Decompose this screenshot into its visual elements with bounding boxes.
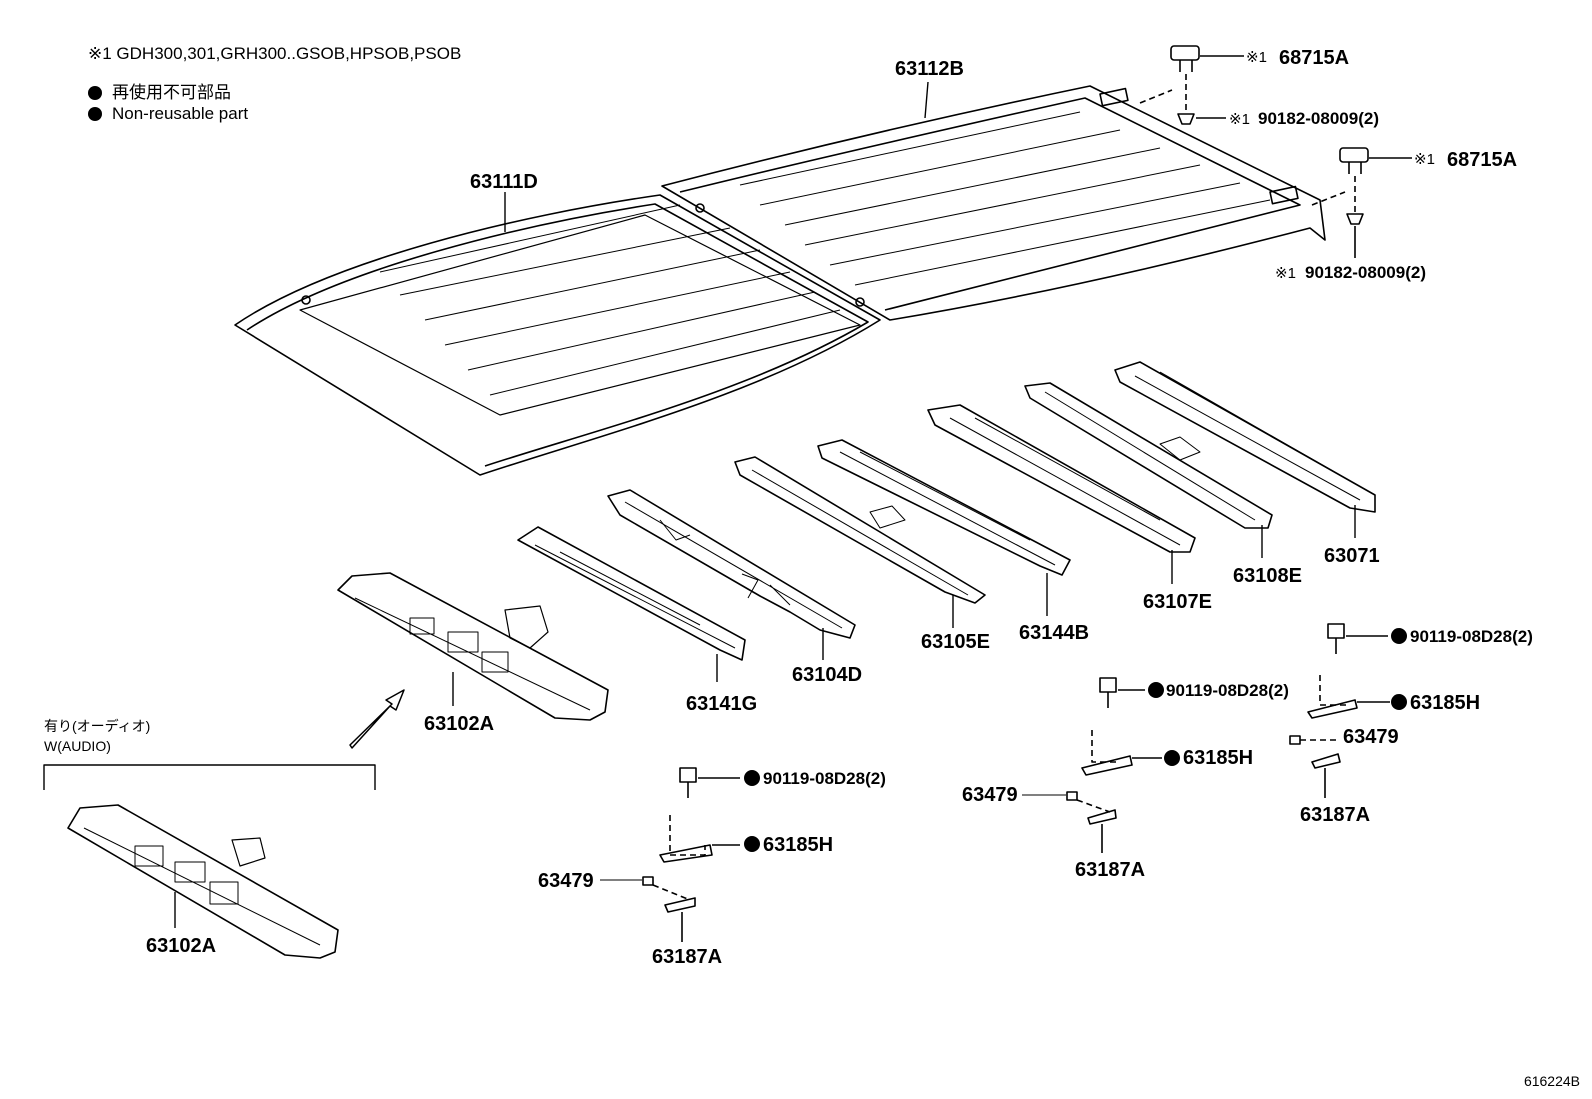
- front-header-panel-upper: [337, 572, 609, 721]
- audio-caption-jp: 有り(オーディオ): [44, 718, 151, 734]
- legend-nonreusable-en-text: Non-reusable part: [112, 104, 249, 123]
- front-header-panel-audio: [67, 804, 339, 959]
- audio-caption-en: W(AUDIO): [44, 738, 111, 754]
- nonreusable-dots: [744, 628, 1407, 852]
- illustration-id: 616224B: [1523, 1073, 1580, 1089]
- roof-bow-63141G: [517, 526, 746, 661]
- roof-bow-63105E: [734, 456, 986, 604]
- roof-bow-63071: [1114, 361, 1376, 513]
- label-panel-audio: 63102A: [146, 935, 216, 957]
- label-bolt-1: 90119-08D28(2): [763, 769, 886, 788]
- label-roof-front: 63111D: [470, 171, 538, 193]
- fastener-stack-2: [1022, 677, 1162, 853]
- label-bolt-3: 90119-08D28(2): [1410, 627, 1533, 646]
- legend-nonreusable-en: Non-reusable part: [88, 104, 248, 124]
- label-panel-upper: 63102A: [424, 713, 494, 735]
- label-bracket-2: 63185H: [1183, 747, 1253, 769]
- label-bow-1: 63141G: [686, 693, 757, 715]
- legend-nonreusable-jp-text: 再使用不可部品: [112, 83, 231, 102]
- label-bow-6: 63108E: [1233, 565, 1302, 587]
- legend-note: ※1 GDH300,301,GRH300..GSOB,HPSOB,PSOB: [88, 44, 462, 63]
- label-clip-2: 63187A: [1075, 859, 1145, 881]
- legend-nonreusable-jp: 再使用不可部品: [88, 78, 231, 103]
- leader-lines: [174, 81, 1356, 928]
- roof-bow-63144B: [817, 439, 1071, 576]
- label-pad-2: 63479: [962, 784, 1018, 806]
- label-bracket-1: 63185H: [763, 834, 833, 856]
- label-nut-b: 90182-08009(2): [1305, 263, 1426, 282]
- label-pad-1: 63479: [538, 870, 594, 892]
- part-labels: 63111D 63112B ※1 68715A ※1 90182-08009(2…: [146, 47, 1533, 968]
- fastener-stack-3: [1289, 623, 1390, 798]
- roof-clip-lower: [1311, 147, 1412, 258]
- label-bow-4: 63144B: [1019, 622, 1089, 644]
- roof-bow-63104D: [607, 489, 856, 639]
- label-bolt-2: 90119-08D28(2): [1166, 681, 1289, 700]
- roof-bow-63108E: [1024, 382, 1273, 529]
- fastener-stack-1: [600, 767, 740, 942]
- roof-bow-63107E: [927, 404, 1196, 553]
- view-arrow: [349, 689, 405, 749]
- roof-clip-upper: [1139, 45, 1244, 125]
- nonreusable-bullet-icon: [88, 107, 102, 121]
- label-roof-rear: 63112B: [895, 58, 964, 80]
- label-bow-7: 63071: [1324, 545, 1380, 567]
- mark-clip-a: ※1: [1246, 49, 1267, 66]
- roof-panel-rear: [661, 85, 1326, 321]
- label-nut-a: 90182-08009(2): [1258, 109, 1379, 128]
- nonreusable-bullet-icon: [88, 86, 102, 100]
- label-bracket-3: 63185H: [1410, 692, 1480, 714]
- audio-bracket: [43, 764, 376, 790]
- label-pad-3: 63479: [1343, 726, 1399, 748]
- label-clip-a: 68715A: [1279, 47, 1349, 69]
- mark-nut-a: ※1: [1229, 111, 1250, 128]
- label-bow-2: 63104D: [792, 664, 862, 686]
- label-clip-3: 63187A: [1300, 804, 1370, 826]
- label-clip-1: 63187A: [652, 946, 722, 968]
- label-bow-5: 63107E: [1143, 591, 1212, 613]
- label-bow-3: 63105E: [921, 631, 990, 653]
- mark-clip-b: ※1: [1414, 151, 1435, 168]
- label-clip-b: 68715A: [1447, 149, 1517, 171]
- roof-panel-front: [234, 194, 881, 476]
- mark-nut-b: ※1: [1275, 265, 1296, 282]
